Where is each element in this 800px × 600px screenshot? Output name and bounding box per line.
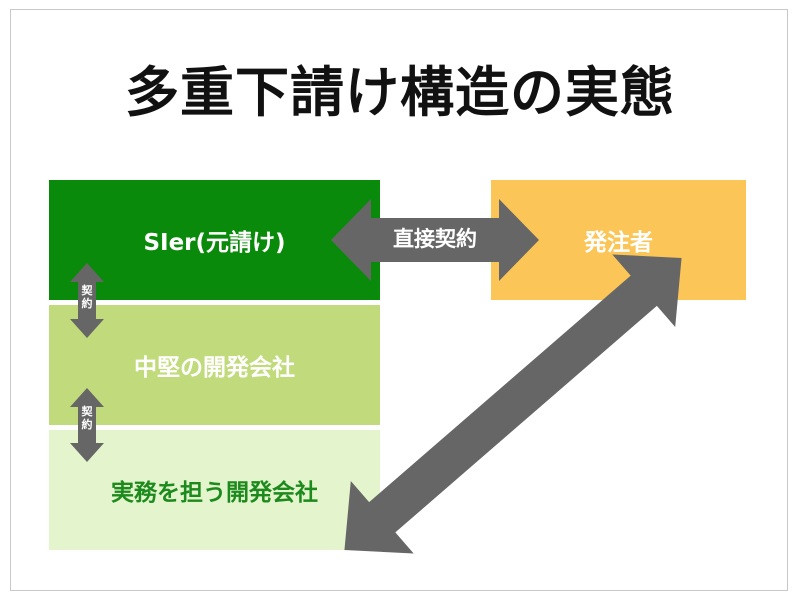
contract-label-2: 契約 (81, 405, 93, 431)
direct-contract-label: 直接契約 (393, 227, 477, 251)
contract-arrow-1 (70, 263, 104, 338)
contract-arrow-2 (70, 388, 104, 462)
sub-developer-box: 実務を担う開発会社 (49, 430, 380, 550)
direct-contract-arrow (331, 199, 539, 281)
client-label: 発注者 (584, 230, 653, 256)
contract-label-1: 契約 (81, 284, 93, 310)
slide-title: 多重下請け構造の実態 (125, 61, 675, 124)
mid-developer-box: 中堅の開発会社 (49, 305, 380, 425)
operations-maintenance-arrow (344, 254, 682, 554)
client-box: 発注者 (491, 180, 746, 300)
sier-label: SIer(元請け) (143, 230, 286, 256)
sub-developer-label: 実務を担う開発会社 (111, 480, 318, 506)
sier-box: SIer(元請け) (49, 180, 380, 300)
mid-developer-label: 中堅の開発会社 (134, 355, 295, 381)
